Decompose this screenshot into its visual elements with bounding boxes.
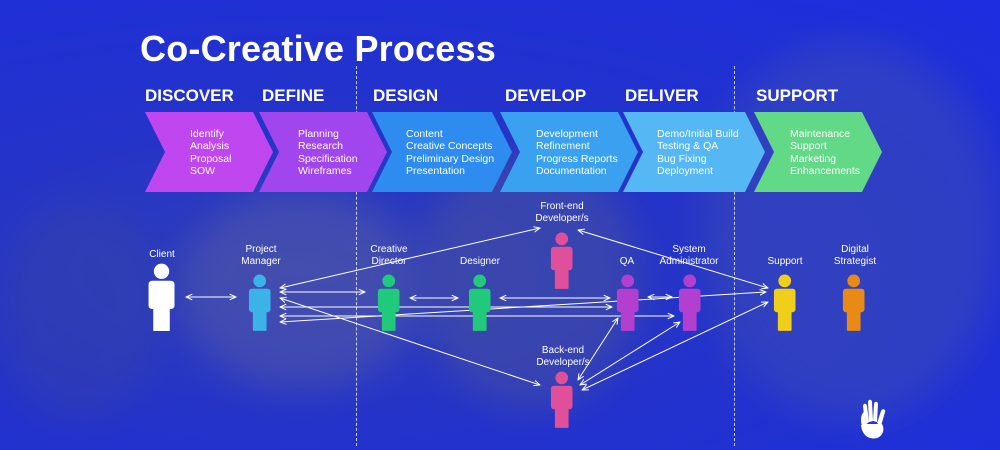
phase-item: Refinement [536, 140, 590, 153]
person-icon-qa [617, 274, 639, 331]
phase-item: Identify [190, 128, 224, 140]
phase-item: Wireframes [298, 164, 352, 177]
phase-title-develop: DEVELOP [505, 86, 587, 105]
phase-title-design: DESIGN [373, 86, 439, 105]
phase-item: Marketing [790, 152, 837, 165]
phase-item: Creative Concepts [406, 140, 493, 153]
phase-title-define: DEFINE [262, 86, 325, 105]
phase-item: Documentation [536, 164, 607, 177]
person-icon-client [149, 263, 175, 332]
phase-item: Bug Fixing [657, 152, 707, 165]
person-icon-designer [469, 274, 491, 331]
chevron-support [754, 112, 882, 192]
arrow-fe-support [578, 230, 768, 288]
phase-title-deliver: DELIVER [625, 86, 699, 105]
chevron-develop [500, 112, 638, 192]
hand-wave-icon [860, 399, 886, 439]
chevron-deliver [623, 112, 765, 192]
phase-items-develop: Development Refinement Progress Reports … [536, 128, 618, 177]
role-label-support: Support [767, 256, 803, 267]
person-icon-fe [551, 232, 573, 289]
phase-items-define: Planning Research Specification Wirefram… [298, 128, 358, 177]
phase-items-discover: Identify Analysis Proposal SOW [190, 128, 231, 177]
phase-items-deliver: Demo/Initial Build Testing & QA Bug Fixi… [657, 128, 739, 177]
phase-item: Presentation [406, 164, 465, 177]
phase-item: Testing & QA [657, 140, 719, 153]
person-icon-pm [249, 274, 271, 331]
chevron-discover [145, 112, 273, 192]
person-icon-support [774, 274, 796, 331]
page-title: Co-Creative Process [140, 28, 496, 69]
phase-item: Progress Reports [536, 152, 618, 165]
phase-item: Deployment [657, 164, 714, 177]
person-icon-cd [378, 274, 400, 331]
phase-item: Analysis [190, 140, 230, 153]
phase-item: Proposal [190, 152, 232, 165]
phase-item: Specification [298, 152, 358, 165]
arrow-be-support [582, 302, 768, 390]
phase-item: SOW [190, 164, 216, 177]
person-icon-ds [843, 274, 865, 331]
person-icon-be [551, 371, 573, 428]
phase-item: Maintenance [790, 128, 851, 140]
arrow-pm-fe [280, 228, 540, 288]
phase-item: Research [298, 140, 343, 153]
phase-item: Enhancements [790, 164, 861, 177]
role-label-client: Client [149, 249, 175, 260]
person-icon-sa [679, 274, 701, 331]
arrow-pm-be [280, 298, 540, 385]
phase-item: Planning [298, 128, 339, 140]
phase-item: Development [536, 128, 598, 140]
phase-item: Content [406, 128, 443, 140]
role-label-qa: QA [619, 256, 635, 267]
role-label-designer: Designer [459, 256, 501, 267]
phase-items-design: Content Creative Concepts Preliminary De… [406, 128, 494, 177]
phase-item: Demo/Initial Build [657, 128, 739, 140]
phase-items-support: Maintenance Support Marketing Enhancemen… [790, 128, 860, 177]
phase-title-support: SUPPORT [756, 86, 839, 105]
chevron-define [259, 112, 387, 192]
phase-item: Support [790, 140, 827, 153]
phase-title-discover: DISCOVER [145, 86, 234, 105]
chevron-design [372, 112, 512, 192]
phase-item: Preliminary Design [406, 152, 495, 165]
